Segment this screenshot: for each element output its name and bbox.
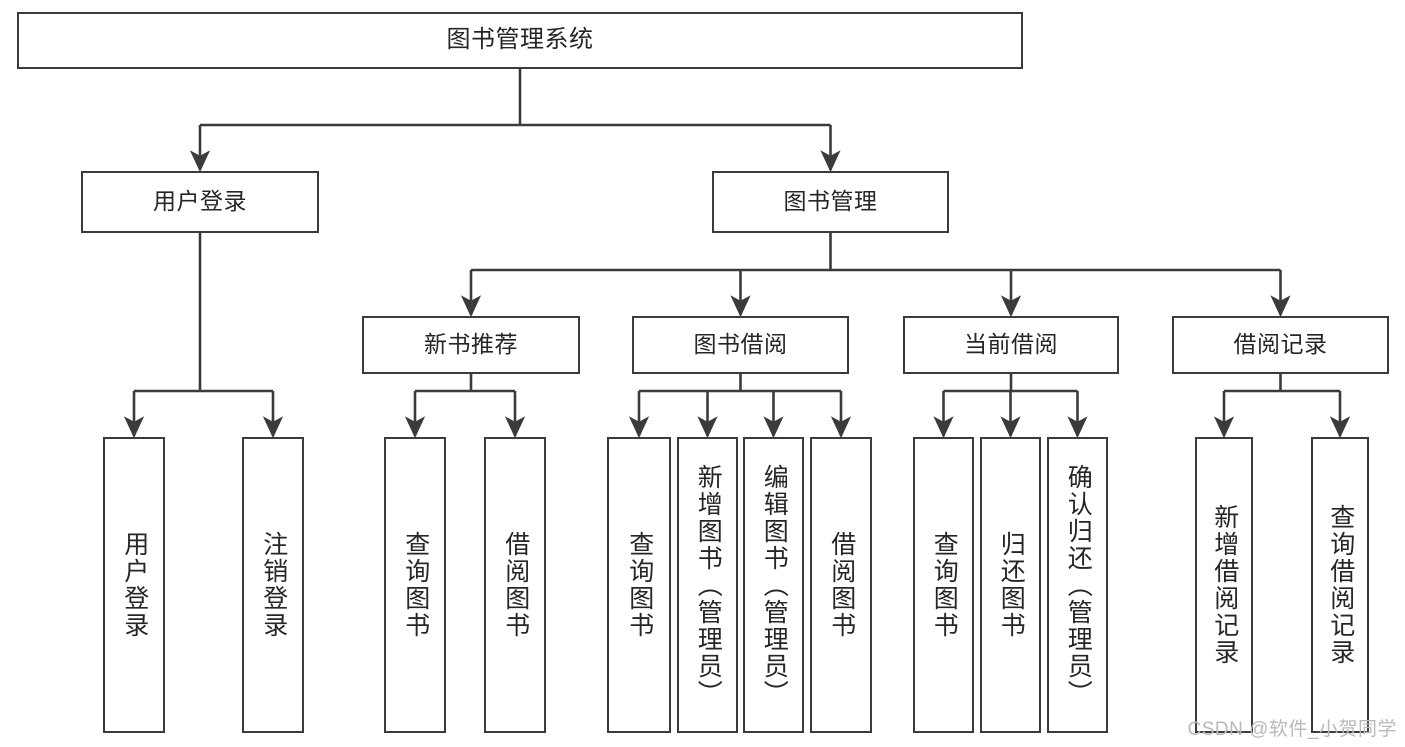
node-label-leaf-query-book-1: 查询图书	[401, 531, 430, 639]
node-label-leaf-confirm-return: 确认归还（管理员）	[1064, 463, 1093, 707]
node-leaf-user-login[interactable]: 用户登录	[103, 437, 165, 733]
node-newbook[interactable]: 新书推荐	[362, 316, 580, 374]
node-borrow[interactable]: 图书借阅	[632, 316, 849, 374]
node-label-leaf-add-book: 新增图书（管理员）	[694, 463, 723, 707]
node-leaf-user-logout[interactable]: 注销登录	[242, 437, 304, 733]
node-label-leaf-borrow-book-2: 借阅图书	[827, 531, 856, 639]
node-leaf-borrow-book-1[interactable]: 借阅图书	[484, 437, 546, 733]
node-label-records: 借阅记录	[1233, 331, 1328, 358]
node-label-login: 用户登录	[153, 188, 247, 215]
node-label-leaf-borrow-book-1: 借阅图书	[501, 531, 530, 639]
node-leaf-return-book[interactable]: 归还图书	[980, 437, 1041, 733]
node-leaf-add-record[interactable]: 新增借阅记录	[1195, 437, 1253, 733]
node-root[interactable]: 图书管理系统	[17, 12, 1023, 69]
node-label-leaf-user-login: 用户登录	[120, 531, 149, 639]
node-leaf-query-book-2[interactable]: 查询图书	[607, 437, 671, 733]
node-leaf-confirm-return[interactable]: 确认归还（管理员）	[1047, 437, 1108, 733]
node-leaf-query-record[interactable]: 查询借阅记录	[1311, 437, 1369, 733]
node-label-leaf-return-book: 归还图书	[997, 531, 1026, 639]
node-records[interactable]: 借阅记录	[1172, 316, 1389, 374]
node-label-leaf-query-book-2: 查询图书	[625, 531, 654, 639]
node-leaf-add-book[interactable]: 新增图书（管理员）	[677, 437, 738, 733]
node-bookmgmt[interactable]: 图书管理	[712, 171, 949, 233]
node-leaf-borrow-book-2[interactable]: 借阅图书	[810, 437, 872, 733]
node-label-leaf-edit-book: 编辑图书（管理员）	[760, 463, 789, 707]
node-label-root: 图书管理系统	[446, 26, 594, 54]
node-current[interactable]: 当前借阅	[903, 316, 1119, 374]
node-label-leaf-query-record: 查询借阅记录	[1326, 504, 1355, 666]
node-login[interactable]: 用户登录	[81, 171, 319, 233]
node-leaf-edit-book[interactable]: 编辑图书（管理员）	[743, 437, 804, 733]
node-label-bookmgmt: 图书管理	[783, 188, 878, 215]
node-label-leaf-add-record: 新增借阅记录	[1210, 504, 1239, 666]
node-label-current: 当前借阅	[964, 331, 1058, 358]
node-leaf-query-book-1[interactable]: 查询图书	[384, 437, 446, 733]
node-label-leaf-user-logout: 注销登录	[259, 531, 288, 639]
node-label-newbook: 新书推荐	[424, 331, 518, 358]
node-leaf-query-book-3[interactable]: 查询图书	[913, 437, 974, 733]
node-label-borrow: 图书借阅	[693, 331, 788, 358]
node-label-leaf-query-book-3: 查询图书	[930, 531, 959, 639]
